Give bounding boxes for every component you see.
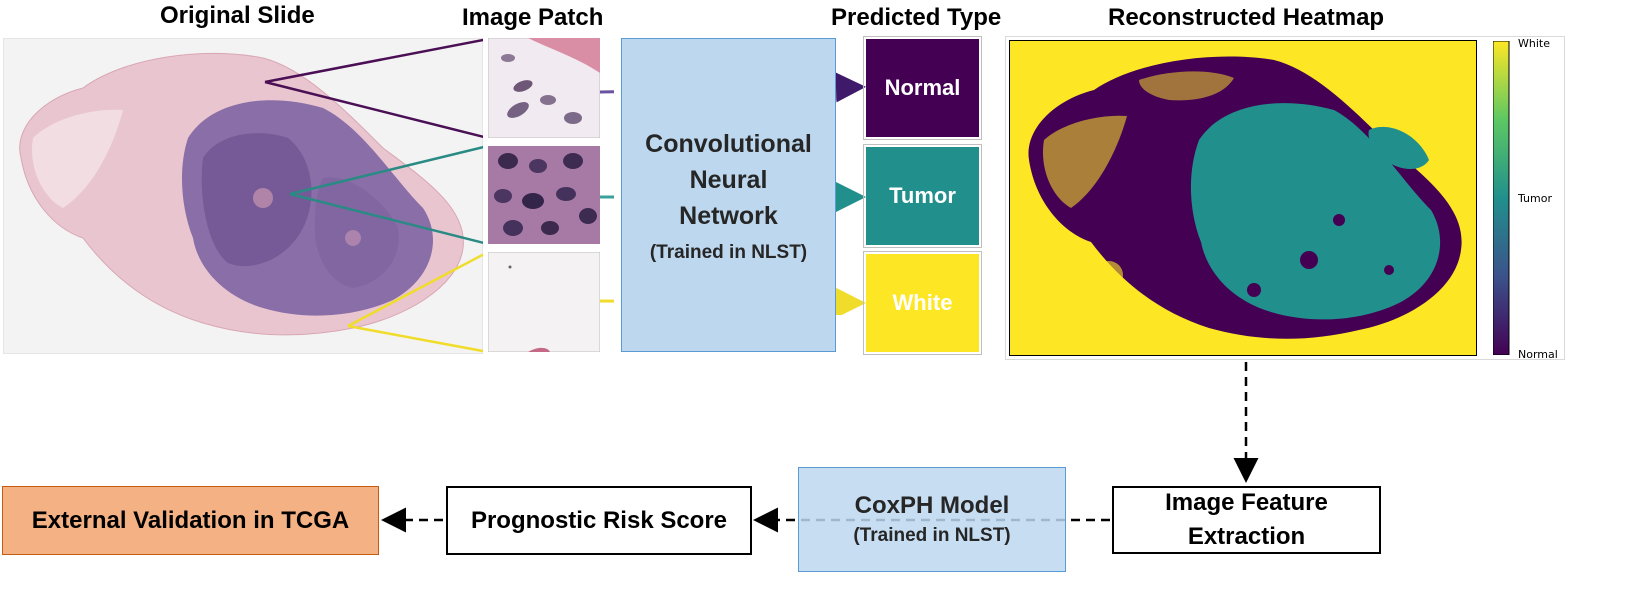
predicted-type-normal: Normal (863, 36, 982, 140)
heatmap-image (1009, 40, 1477, 356)
header-reconstructed-heatmap: Reconstructed Heatmap (1108, 4, 1385, 31)
cnn-line2: Neural (689, 166, 768, 194)
cnn-line3: Network (679, 202, 778, 230)
coxph-title: CoxPH Model (854, 491, 1010, 519)
predicted-type-tumor: Tumor (863, 144, 982, 248)
colorbar-label-tumor: Tumor (1518, 192, 1552, 205)
header-image-patch: Image Patch (462, 4, 604, 31)
image-feature-extraction-box: Image Feature Extraction (1112, 486, 1381, 554)
feature-extraction-line1: Image Feature (1165, 489, 1328, 516)
coxph-model-box: CoxPH Model (Trained in NLST) (798, 467, 1066, 572)
colorbar-label-normal: Normal (1518, 348, 1558, 361)
feature-extraction-line2: Extraction (1187, 523, 1306, 550)
prognostic-risk-score-box: Prognostic Risk Score (446, 486, 752, 555)
header-original-slide: Original Slide (160, 2, 315, 29)
image-patch-white (488, 252, 600, 352)
external-validation-box: External Validation in TCGA (2, 486, 379, 555)
heatmap-colorbar (1493, 41, 1510, 355)
cnn-box: Convolutional Neural Network (Trained in… (621, 38, 836, 352)
header-predicted-type: Predicted Type (831, 4, 1002, 31)
image-patch-tumor (488, 146, 600, 244)
predicted-type-white: White (863, 251, 982, 355)
coxph-subtitle: (Trained in NLST) (853, 524, 1011, 546)
cnn-subtitle: (Trained in NLST) (649, 242, 808, 263)
image-patch-normal (488, 38, 600, 138)
original-slide-image (3, 38, 483, 354)
cnn-line1: Convolutional (645, 130, 812, 158)
colorbar-label-white: White (1518, 37, 1550, 50)
